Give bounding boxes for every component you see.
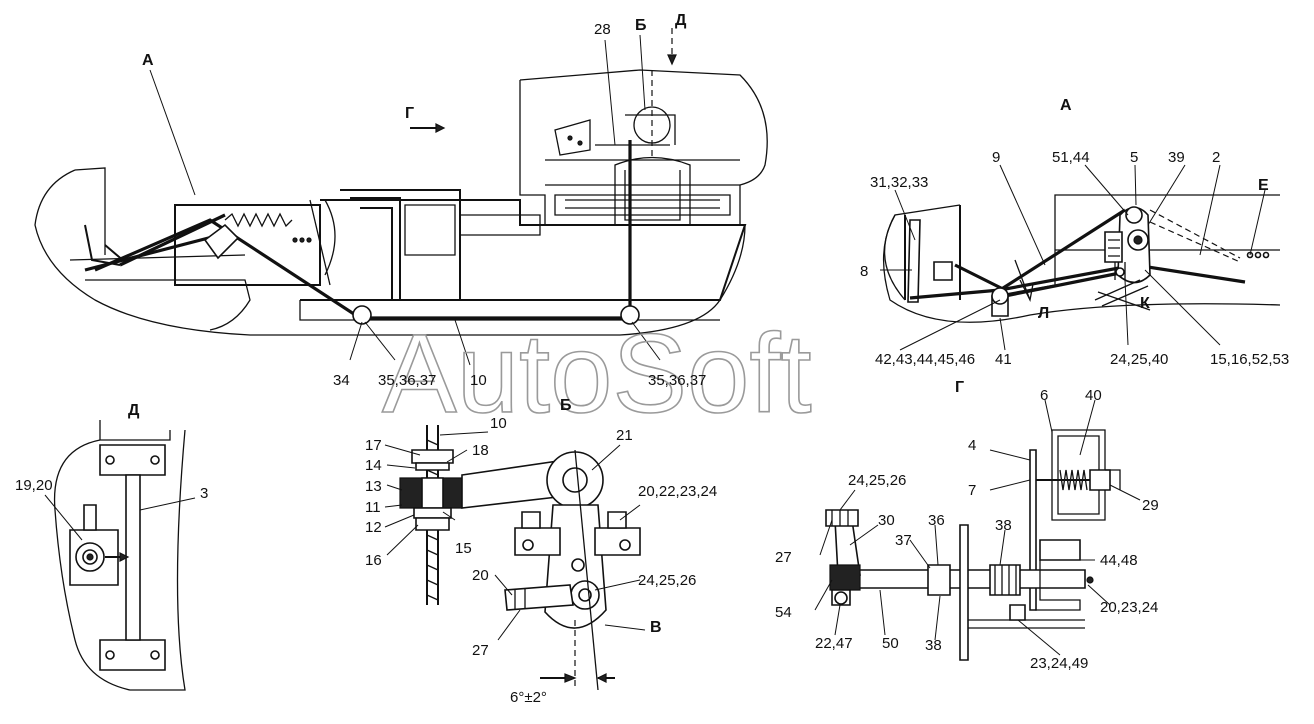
part-label: 10 [470,372,487,389]
part-label: 20,23,24 [1100,599,1158,616]
part-label: 12 [365,519,382,536]
part-label: 41 [995,351,1012,368]
part-label: 51,44 [1052,149,1090,166]
part-label: 4 [968,437,976,454]
view-label-d-main: Д [675,12,687,29]
part-label: 37 [895,532,912,549]
part-label: 20,22,23,24 [638,483,717,500]
part-label: 6°±2° [510,689,547,706]
part-label: 54 [775,604,792,621]
part-label: 29 [1142,497,1159,514]
part-label: 5 [1130,149,1138,166]
part-label: 35,36,37 [378,372,436,389]
part-label: 27 [775,549,792,566]
part-label: 7 [968,482,976,499]
part-label: 31,32,33 [870,174,928,191]
part-label: 44,48 [1100,552,1138,569]
part-label: 15,16,52,53 [1210,351,1289,368]
view-label-a-detail: А [1060,97,1072,114]
view-label-k: К [1140,295,1150,312]
view-label-b-detail: Б [560,397,572,414]
part-label: 28 [594,21,611,38]
part-label: 39 [1168,149,1185,166]
part-label: 30 [878,512,895,529]
part-label: 50 [882,635,899,652]
main-side-view [34,28,768,366]
view-label-g-main: Г [405,105,414,122]
part-label: 14 [365,457,382,474]
part-label: 36 [928,512,945,529]
part-label: 42,43,44,45,46 [875,351,975,368]
part-label: 3 [200,485,208,502]
part-label: 34 [333,372,350,389]
detail-a-view [880,164,1281,351]
part-label: 10 [490,415,507,432]
part-label: 35,36,37 [648,372,706,389]
part-label: 13 [365,478,382,495]
view-label-b-main: Б [635,17,647,34]
view-d [44,420,196,691]
part-label: 23,24,49 [1030,655,1088,672]
view-label-l: Л [1038,305,1049,322]
part-label: 19,20 [15,477,53,494]
part-label: 21 [616,427,633,444]
part-label: 27 [472,642,489,659]
part-label: 38 [995,517,1012,534]
part-label: 9 [992,149,1000,166]
part-label: 6 [1040,387,1048,404]
part-label: 15 [455,540,472,557]
view-label-a-main: А [142,52,154,69]
part-label: 8 [860,263,868,280]
part-label: 40 [1085,387,1102,404]
view-label-d-detail: Д [128,402,140,419]
part-label: 38 [925,637,942,654]
part-label: 11 [365,499,381,516]
view-g [814,399,1141,661]
part-label: 16 [365,552,382,569]
view-label-g-detail: Г [955,379,964,396]
part-label: 20 [472,567,489,584]
part-label: 17 [365,437,382,454]
view-label-e: Е [1258,177,1269,194]
part-label: 22,47 [815,635,853,652]
part-label: 24,25,26 [638,572,696,589]
part-label: 2 [1212,149,1220,166]
watermark: AutoSoft [382,311,812,436]
part-label: 18 [472,442,489,459]
part-label: 24,25,40 [1110,351,1168,368]
view-b [384,425,646,691]
part-label: 24,25,26 [848,472,906,489]
view-label-v: В [650,619,662,636]
